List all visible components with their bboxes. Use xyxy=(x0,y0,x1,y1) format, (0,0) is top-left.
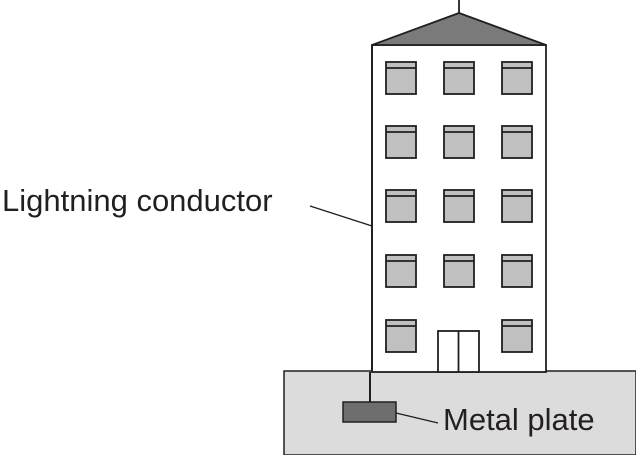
metal-plate-label: Metal plate xyxy=(443,402,595,437)
window-icon xyxy=(385,125,417,159)
window-icon xyxy=(385,189,417,223)
window-icon xyxy=(385,254,417,288)
window-icon xyxy=(443,125,475,159)
window-icon xyxy=(501,189,533,223)
lightning-conductor-label: Lightning conductor xyxy=(2,183,273,218)
window-icon xyxy=(385,319,417,353)
roof-icon xyxy=(371,12,547,46)
window-icon xyxy=(385,61,417,95)
window-icon xyxy=(501,61,533,95)
windows xyxy=(385,61,533,353)
door-icon xyxy=(437,330,480,373)
window-icon xyxy=(443,189,475,223)
conductor-leader-line xyxy=(309,205,373,227)
window-icon xyxy=(501,254,533,288)
window-icon xyxy=(443,61,475,95)
window-icon xyxy=(501,319,533,353)
plate-leader-line xyxy=(395,412,439,424)
window-icon xyxy=(501,125,533,159)
metal-plate xyxy=(342,401,397,423)
window-icon xyxy=(443,254,475,288)
